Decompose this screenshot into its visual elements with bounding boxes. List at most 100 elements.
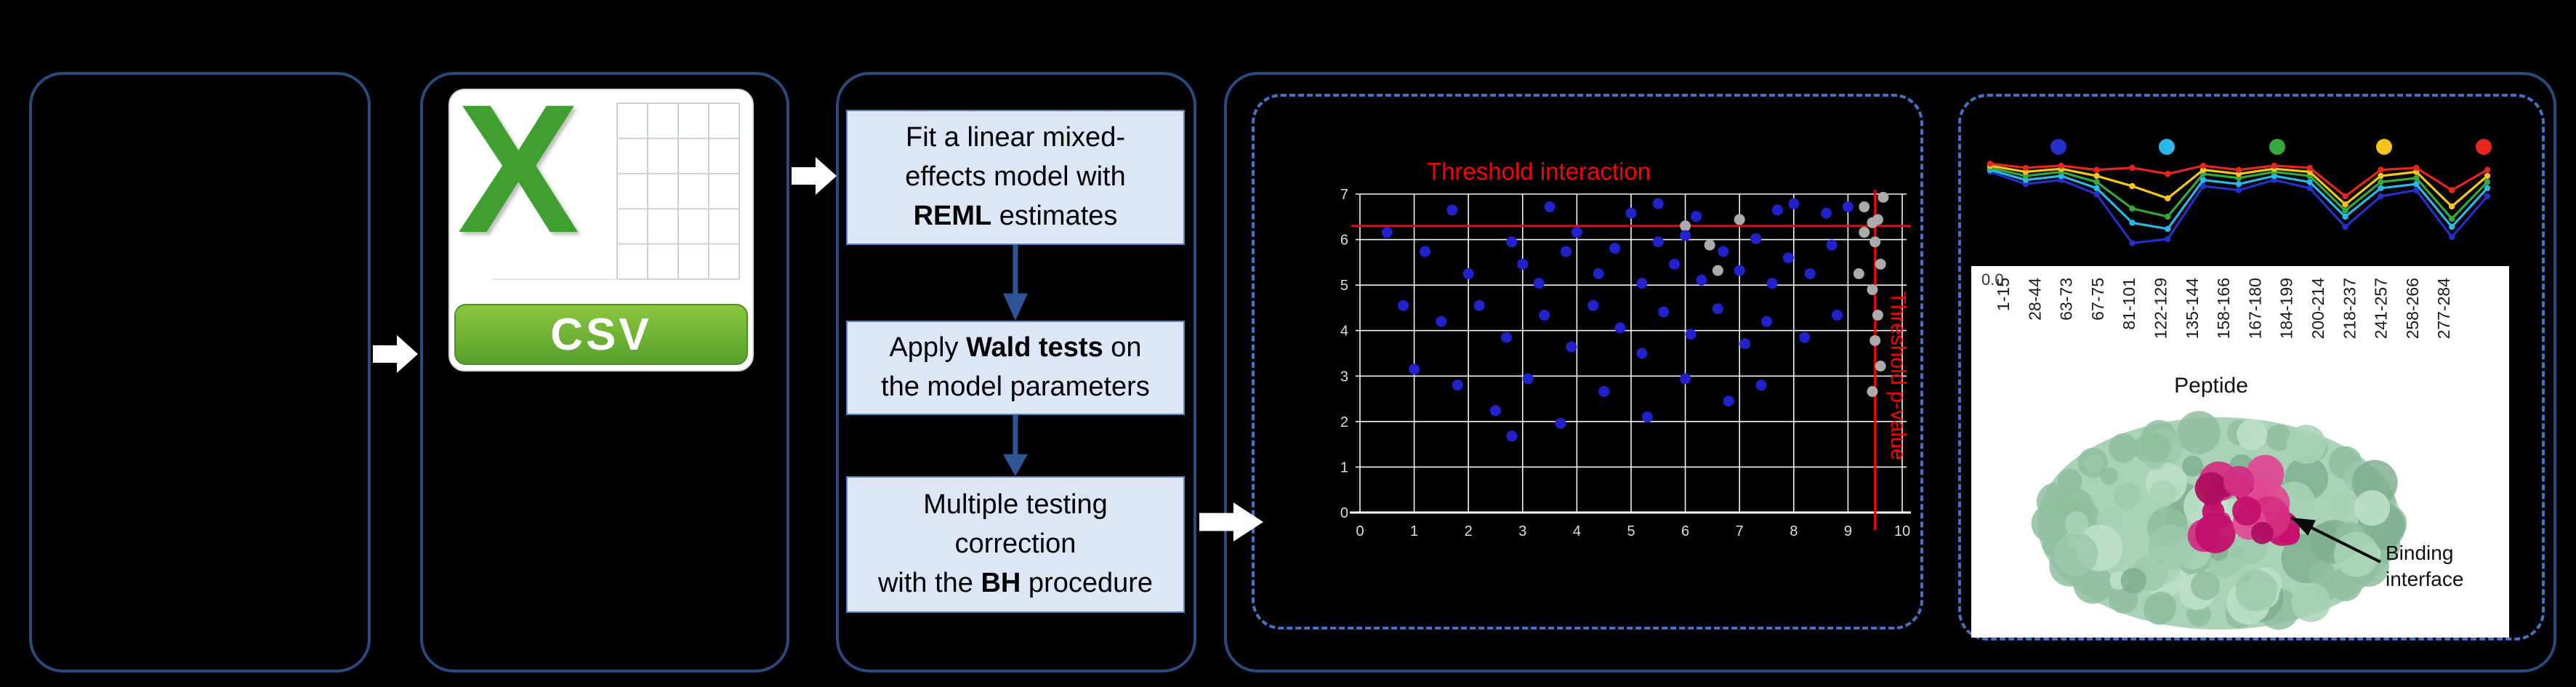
uptake-marker-red [2093,166,2100,173]
protein-structure [2031,411,2407,630]
scatter-point-significant [1544,201,1555,213]
peptide-tick-label: 81-101 [2120,278,2138,330]
scatter-point-significant [1680,230,1691,241]
step-line: effects model with [905,161,1126,193]
legend-dot [2159,139,2175,155]
scatter-point-significant [1804,268,1816,279]
uptake-marker-green [2093,179,2100,185]
panel-scatter [1252,94,1923,630]
protein-bump [2141,433,2171,463]
uptake-marker-yellow [2093,172,2100,180]
binding-interface-label-2: interface [2386,568,2463,590]
scatter-point-significant [1636,278,1648,289]
scatter-point-significant [1641,411,1653,423]
panel-csv [420,72,789,672]
scatter-point-significant [1555,417,1566,429]
uptake-marker-red [2235,166,2242,173]
peptide-tick-label: 241-257 [2372,278,2391,339]
uptake-marker-cyan [2484,185,2491,191]
peptide-tick-label: 218-237 [2340,278,2359,339]
scatter-point-significant [1821,207,1832,219]
panel-input [29,72,371,672]
scatter-point-significant [1842,201,1853,213]
step-box-wald: Apply Wald tests on the model parameters [846,321,1185,415]
scatter-point-non-significant [1867,284,1878,295]
x-tick-label: 10 [1894,523,1910,539]
scatter-point-non-significant [1869,334,1881,346]
profile-ytick-label: 0.0 [1981,270,2004,289]
uptake-marker-blue [2413,187,2420,193]
scatter-point-non-significant [1872,309,1883,321]
step-line: with the BH procedure [877,567,1154,598]
uptake-marker-red [1987,161,1994,167]
scatter-point-significant [1712,303,1723,315]
scatter-point-non-significant [1859,201,1870,213]
binding-interface-region [2251,521,2274,545]
x-tick-label: 1 [1410,523,1418,539]
uptake-marker-yellow [2129,182,2136,190]
peptide-tick-label: 200-214 [2309,278,2327,340]
panel-results-group [1224,72,2556,672]
scatter-point-significant [1409,363,1420,375]
uptake-marker-red [2484,166,2491,173]
scatter-point-significant [1669,258,1681,270]
step-arrow-2 [1003,415,1028,476]
flow-arrow-2 [792,157,837,195]
scatter-point-non-significant [1853,268,1864,279]
y-tick-label: 0 [1340,505,1348,521]
peptide-tick-label: 167-180 [2245,278,2264,339]
scatter-point-significant [1506,236,1518,248]
uptake-marker-red [2378,166,2384,173]
step-box-bh: Multiple testing correction with the BH … [846,476,1185,613]
scatter-point-non-significant [1859,227,1870,238]
scatter-point-non-significant [1869,236,1881,248]
scatter-point-significant [1696,274,1707,286]
scatter-point-significant [1680,373,1691,385]
legend-dot [2269,139,2285,155]
scatter-point-significant [1500,332,1512,343]
y-tick-label: 5 [1340,278,1348,294]
x-tick-label: 0 [1356,523,1364,539]
scatter-point-significant [1571,227,1582,238]
x-tick-label: 8 [1790,523,1798,539]
uptake-marker-blue [2484,193,2491,200]
peptide-tick-label: 122-129 [2152,278,2170,339]
scatter-point-significant [1788,198,1800,209]
peptide-tick-label: 258-266 [2403,278,2422,339]
peptide-tick-label: 63-73 [2057,278,2076,321]
uptake-marker-blue [2306,185,2313,191]
protein-bump [2191,571,2220,600]
scatter-point-significant [1398,300,1409,311]
peptide-axis-label: Peptide [2174,374,2248,398]
y-tick-label: 7 [1340,187,1348,203]
x-tick-label: 3 [1518,523,1526,539]
uptake-marker-cyan [2342,213,2348,220]
protein-bump [2333,531,2379,577]
step-box-reml: Fit a linear mixed- effects model with R… [846,110,1185,245]
protein-bump [2330,491,2356,517]
uptake-marker-yellow [2378,172,2384,180]
scatter-point-significant [1734,265,1745,276]
uptake-marker-blue [2199,182,2207,190]
scatter-point-non-significant [1875,361,1886,372]
protein-bump [2287,425,2326,465]
uptake-marker-red [2058,162,2064,169]
uptake-marker-red [2448,187,2455,193]
uptake-marker-blue [2448,233,2455,241]
uptake-marker-blue [2165,236,2171,242]
uptake-marker-green [2448,215,2455,222]
binding-interface-region [2194,472,2228,505]
step-line: REML estimates [913,200,1118,231]
uptake-marker-red [2199,162,2207,169]
scatter-point-significant [1766,278,1778,289]
uptake-marker-blue [2235,187,2242,193]
scatter-point-significant [1420,246,1431,257]
protein-bump [2308,560,2336,588]
uptake-marker-yellow [2165,195,2171,201]
uptake-marker-red [2129,164,2136,171]
scatter-point-significant [1506,430,1518,442]
uptake-marker-red [2271,162,2278,169]
peptide-tick-label: 277-284 [2434,278,2453,340]
scatter-point-significant [1539,309,1550,321]
